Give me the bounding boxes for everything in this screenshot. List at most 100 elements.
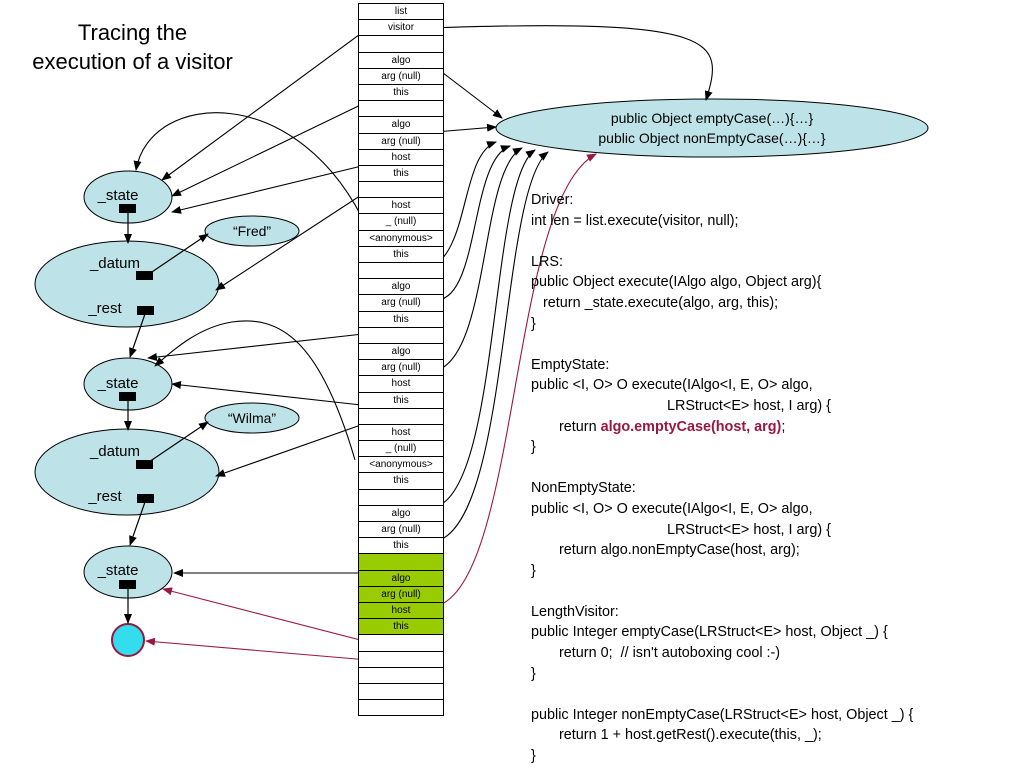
code-line: NonEmptyState: (531, 478, 1016, 499)
code-line: return algo.nonEmptyCase(host, arg); (531, 540, 1016, 561)
title-line-2: execution of a visitor (32, 49, 233, 74)
highlighted-call: algo.emptyCase(host, arg) (600, 418, 782, 435)
code-line: EmptyState: (531, 355, 1016, 376)
code-text: } (531, 315, 536, 332)
code-text: LRS: (531, 253, 563, 270)
code-text: LengthVisitor: (531, 603, 619, 620)
code-line (531, 231, 1016, 252)
stack-cell: algo (358, 342, 444, 361)
stack-cell: this (358, 310, 444, 328)
stack-cell: this (358, 164, 444, 183)
stack-cell: this (358, 391, 444, 409)
title-line-1: Tracing the (77, 20, 188, 45)
current-frame-arrows (145, 153, 597, 661)
code-line: public Integer emptyCase(LRStruct<E> hos… (531, 622, 1016, 643)
stack-cell: this (358, 472, 444, 490)
code-line: public <I, O> O execute(IAlgo<I, E, O> a… (531, 499, 1016, 520)
structure-arrows (124, 213, 209, 624)
code-listing: Driver: int len = list.execute(visitor, n… (531, 190, 1016, 767)
stack-cell: host (358, 601, 444, 620)
code-line (531, 684, 1016, 705)
visitor-empty-case: public Object emptyCase(…){…} (611, 110, 814, 126)
code-line: } (531, 664, 1016, 685)
stack-cell (358, 35, 444, 53)
code-line: public <I, O> O execute(IAlgo<I, E, O> a… (531, 375, 1016, 396)
stack-cell (358, 666, 444, 684)
stack-cell (358, 262, 444, 280)
code-text: public Object execute(IAlgo algo, Object… (531, 274, 822, 291)
stack-cell: algo (358, 51, 444, 69)
code-text: return (531, 418, 601, 435)
stack-cell: arg (null) (358, 67, 444, 85)
code-text: } (531, 748, 536, 765)
code-text: public Integer emptyCase(LRStruct<E> hos… (531, 624, 888, 641)
nonempty-node-1: _datum _rest (34, 240, 220, 328)
stack-cell: arg (null) (358, 294, 444, 312)
code-text: Driver: (531, 192, 574, 208)
svg-text:_state: _state (97, 187, 139, 204)
stack-cell: host (358, 148, 444, 166)
stack-cell: host (358, 375, 444, 393)
code-line (531, 334, 1016, 355)
code-text: } (531, 562, 536, 579)
code-line (531, 581, 1016, 602)
stack-cell: arg (null) (358, 585, 444, 603)
code-text: int len = list.execute(visitor, null); (531, 212, 739, 229)
code-text: return _state.execute(algo, arg, this); (531, 294, 779, 311)
svg-text:“Fred”: “Fred” (233, 223, 271, 239)
code-line: return _state.execute(algo, arg, this); (531, 293, 1016, 314)
code-line: Driver: (531, 190, 1016, 211)
code-text: } (531, 439, 536, 456)
code-text: return 1 + host.getRest().execute(this, … (531, 727, 822, 744)
code-text: public Integer nonEmptyCase(LRStruct<E> … (531, 706, 914, 723)
svg-text:“Wilma”: “Wilma” (228, 410, 277, 426)
stack-cell: host (358, 423, 444, 442)
stack-cell (358, 326, 444, 344)
stack-cell: host (358, 197, 444, 215)
fred-string: “Fred” (204, 215, 300, 247)
wilma-string: “Wilma” (204, 402, 300, 434)
code-text: public <I, O> O execute(IAlgo<I, E, O> a… (531, 500, 813, 517)
stack-cell: this (358, 618, 444, 636)
state-node-1: _state (83, 170, 173, 224)
code-text-after: ; (781, 418, 786, 435)
reference-arrows (133, 11, 713, 577)
stack-cell (358, 407, 444, 425)
code-line: } (531, 561, 1016, 582)
stack-cell (358, 100, 444, 118)
svg-text:_state: _state (97, 562, 139, 579)
stack-cell: algo (358, 278, 444, 296)
nonempty-node-2: _datum _rest (34, 428, 220, 516)
stack-cell: this (358, 83, 444, 102)
stack-cell: algo (358, 569, 444, 587)
stack-cell: this (358, 537, 444, 555)
code-line: int len = list.execute(visitor, null); (531, 211, 1016, 232)
code-line: public Object execute(IAlgo algo, Object… (531, 272, 1016, 293)
stack-cell (358, 181, 444, 199)
svg-text:_datum: _datum (89, 443, 140, 460)
visitor-object: public Object emptyCase(…){…} public Obj… (495, 98, 929, 158)
stack-cell (358, 650, 444, 668)
stack-cell (358, 634, 444, 652)
code-text: LRStruct<E> host, I arg) { (531, 521, 831, 538)
stack-cell: algo (358, 504, 444, 522)
stack-cell: arg (null) (358, 132, 444, 150)
svg-text:_rest: _rest (87, 300, 122, 317)
stack-cell (358, 488, 444, 506)
code-line: return algo.emptyCase(host, arg); (531, 417, 1016, 438)
stack-cell: arg (null) (358, 521, 444, 539)
code-line (531, 458, 1016, 479)
state-node-2: _state (83, 357, 173, 411)
code-line: LengthVisitor: (531, 602, 1016, 623)
visitor-nonempty-case: public Object nonEmptyCase(…){…} (598, 130, 826, 146)
stack-cell: _ (null) (358, 440, 444, 458)
stack-cell: visitor (358, 19, 444, 37)
slide-title: Tracing the execution of a visitor (0, 18, 265, 76)
code-line: } (531, 746, 1016, 767)
code-line: LRStruct<E> host, I arg) { (531, 520, 1016, 541)
code-line: return 0; // isn't autoboxing cool :-) (531, 643, 1016, 664)
stack-cell: arg (null) (358, 359, 444, 377)
stack-cell: this (358, 245, 444, 263)
